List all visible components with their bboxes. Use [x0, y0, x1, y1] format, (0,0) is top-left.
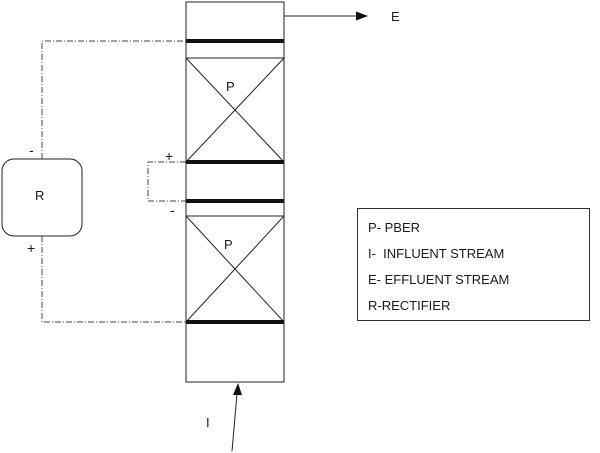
bridge-positive-sign: + [165, 148, 173, 164]
rectifier-negative-sign: - [29, 142, 34, 158]
rectifier-positive-sign: + [27, 240, 35, 256]
reactor-column [185, 1, 285, 383]
effluent-arrow-head [356, 11, 368, 21]
legend-item-pber: P- PBER [368, 220, 421, 235]
upper-bed-label: P [226, 79, 235, 94]
legend-item-rectifier: R-RECTIFIER [368, 298, 451, 313]
wire-negative [41, 40, 186, 159]
upper-bed-cross-2 [185, 57, 285, 163]
lower-bed-label: P [224, 237, 233, 252]
effluent-label: E [391, 9, 400, 24]
lower-bed-cross-2 [185, 215, 285, 323]
influent-label: I [206, 415, 210, 430]
wire-positive [41, 236, 186, 323]
legend: P- PBER I- INFLUENT STREAM E- EFFLUENT S… [357, 208, 590, 321]
bridge-negative-sign: - [170, 202, 175, 218]
influent-arrow-line [231, 393, 238, 452]
legend-item-influent: I- INFLUENT STREAM [368, 246, 505, 261]
legend-item-effluent: E- EFFLUENT STREAM [368, 272, 510, 287]
rectifier-label: R [35, 188, 44, 203]
wire-bridge [147, 161, 186, 202]
influent-arrow-head [233, 383, 242, 395]
